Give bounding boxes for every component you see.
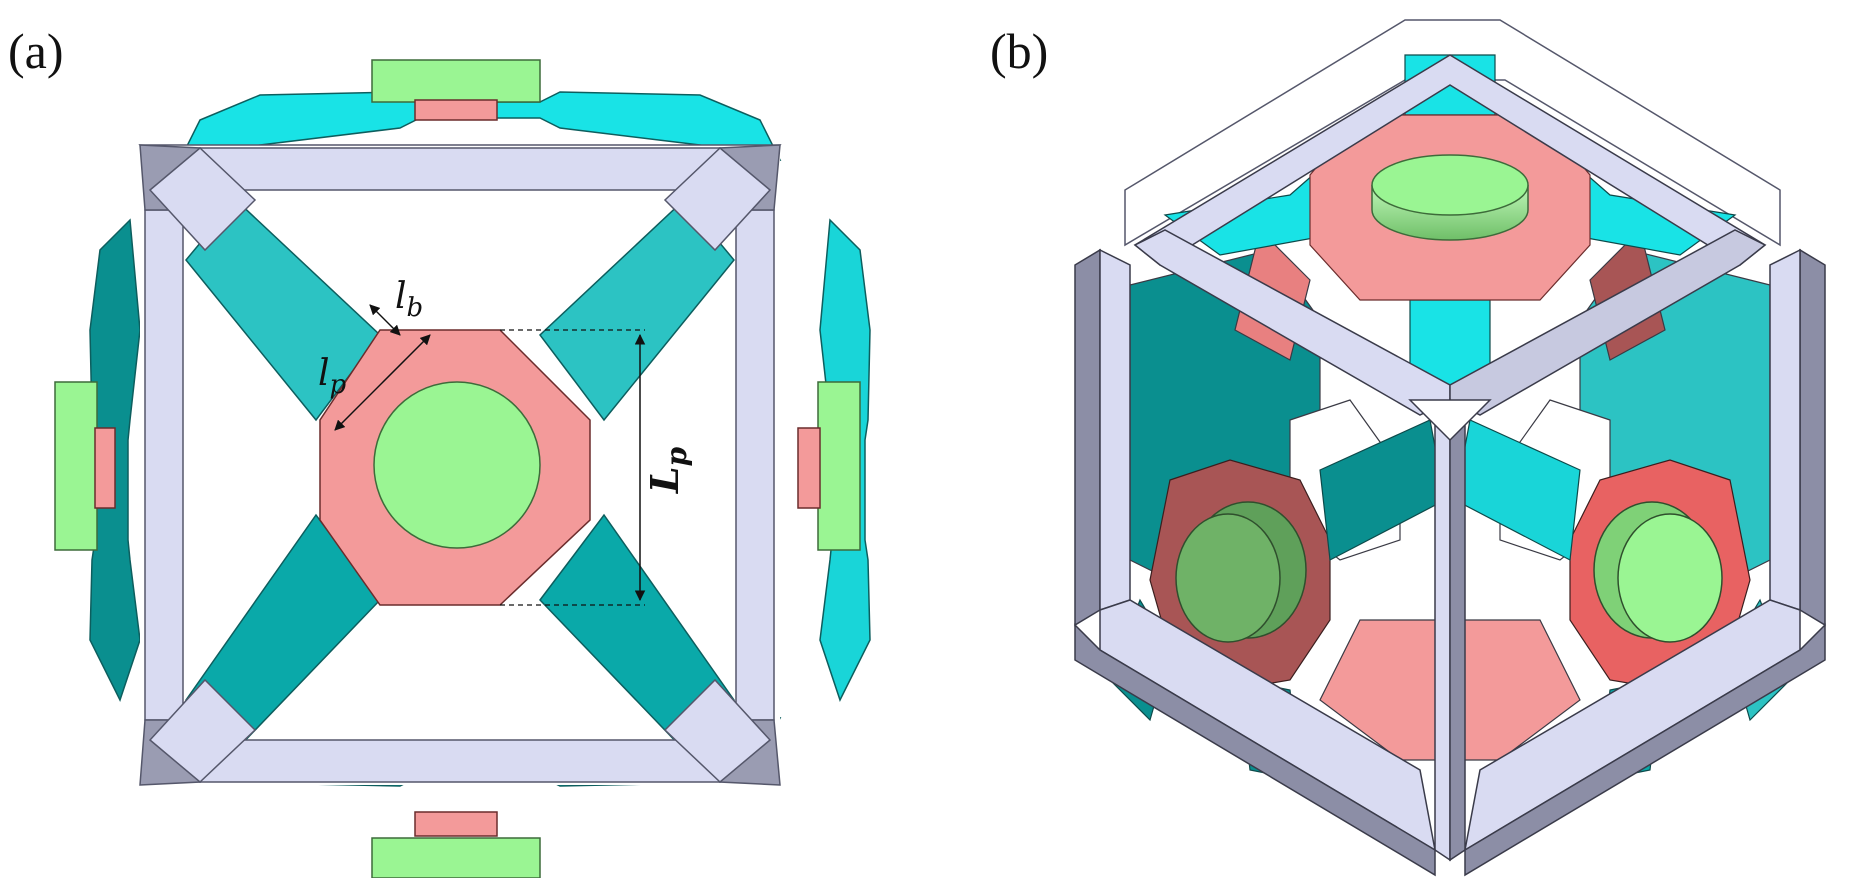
plate-edge-dimension-line xyxy=(334,334,431,431)
center-disk xyxy=(373,381,541,549)
panel-b-isometric-view xyxy=(1074,19,1826,877)
side-disk-top xyxy=(371,59,541,121)
beam-width-dimension-line xyxy=(369,304,401,336)
beam-width-label: lb xyxy=(395,276,423,323)
right-disk xyxy=(1593,501,1723,643)
dimension-annotations: lb lp Lp xyxy=(318,276,693,606)
side-disk-bottom xyxy=(371,811,541,878)
top-disk xyxy=(1371,154,1529,241)
side-disk-right xyxy=(797,381,861,551)
square-frame xyxy=(138,144,782,786)
left-disk xyxy=(1175,501,1307,643)
panel-a-front-view: lb lp Lp xyxy=(54,59,871,878)
plate-span-label: Lp xyxy=(642,446,693,494)
side-disk-left xyxy=(54,381,116,551)
isometric-frame xyxy=(1074,54,1826,877)
plate-edge-label: lp xyxy=(318,353,347,400)
panel-a-label: (a) xyxy=(8,23,64,79)
panel-b-label: (b) xyxy=(990,23,1049,79)
